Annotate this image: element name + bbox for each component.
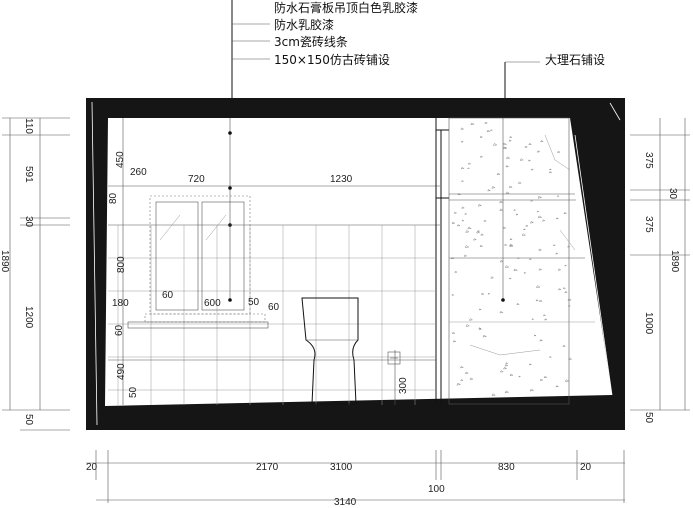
dim-300: 300 [398, 377, 409, 394]
label-antique-tile: 150×150仿古砖铺设 [274, 52, 390, 67]
dim-bottom-3100: 3100 [330, 462, 353, 473]
label-ceiling-paint: 防水石膏板吊顶白色乳胶漆 [274, 0, 418, 15]
dim-bottom-830: 830 [498, 462, 515, 473]
dim-right-1000: 1000 [643, 312, 654, 335]
dim-right-50: 50 [643, 412, 654, 424]
label-tile-trim: 3cm瓷砖线条 [274, 34, 348, 49]
dim-right-375b: 375 [643, 216, 654, 233]
marble-area [448, 117, 595, 405]
dim-60a: 60 [162, 290, 174, 301]
toilet-outline [301, 297, 401, 405]
mirror-cabinet [127, 195, 269, 329]
label-wall-paint: 防水乳胶漆 [274, 17, 334, 32]
dim-right-375a: 375 [643, 152, 654, 169]
bottom-dimension-lines [86, 450, 625, 503]
dimension-lines [2, 117, 690, 431]
dim-800: 800 [116, 256, 127, 273]
dim-1230: 1230 [330, 174, 353, 185]
section-frame [86, 98, 625, 430]
dim-450: 450 [115, 151, 126, 168]
dim-50a: 50 [248, 297, 260, 308]
label-marble: 大理石铺设 [545, 53, 605, 67]
dim-left-1890: 1890 [0, 250, 10, 273]
dim-bottom-100: 100 [428, 484, 445, 495]
dim-right-30: 30 [667, 188, 678, 200]
annotation-leaders [228, 0, 540, 302]
dim-80: 80 [108, 192, 119, 204]
dim-left-110: 110 [23, 118, 34, 134]
tile-grid [108, 225, 436, 405]
dim-bottom-20b: 20 [580, 462, 592, 473]
dim-left-30: 30 [23, 216, 34, 228]
dim-50b: 50 [128, 386, 139, 398]
dim-60c: 60 [114, 324, 125, 336]
dim-right-1890: 1890 [669, 250, 680, 273]
dim-720: 720 [188, 174, 205, 185]
dim-600: 600 [204, 298, 221, 309]
ceiling-soffit [108, 118, 449, 405]
dim-left-50: 50 [23, 414, 34, 426]
dim-260: 260 [130, 167, 147, 178]
dim-left-591: 591 [23, 166, 34, 183]
dim-60b: 60 [268, 302, 280, 313]
dim-bottom-2170: 2170 [256, 462, 279, 473]
annotation-labels: 防水石膏板吊顶白色乳胶漆 防水乳胶漆 3cm瓷砖线条 150×150仿古砖铺设 … [274, 0, 605, 67]
dim-490: 490 [116, 363, 127, 380]
dim-bottom-20a: 20 [86, 462, 98, 473]
dim-bottom-3140: 3140 [334, 497, 357, 508]
dim-left-1200: 1200 [23, 306, 34, 329]
dim-180: 180 [112, 298, 129, 309]
